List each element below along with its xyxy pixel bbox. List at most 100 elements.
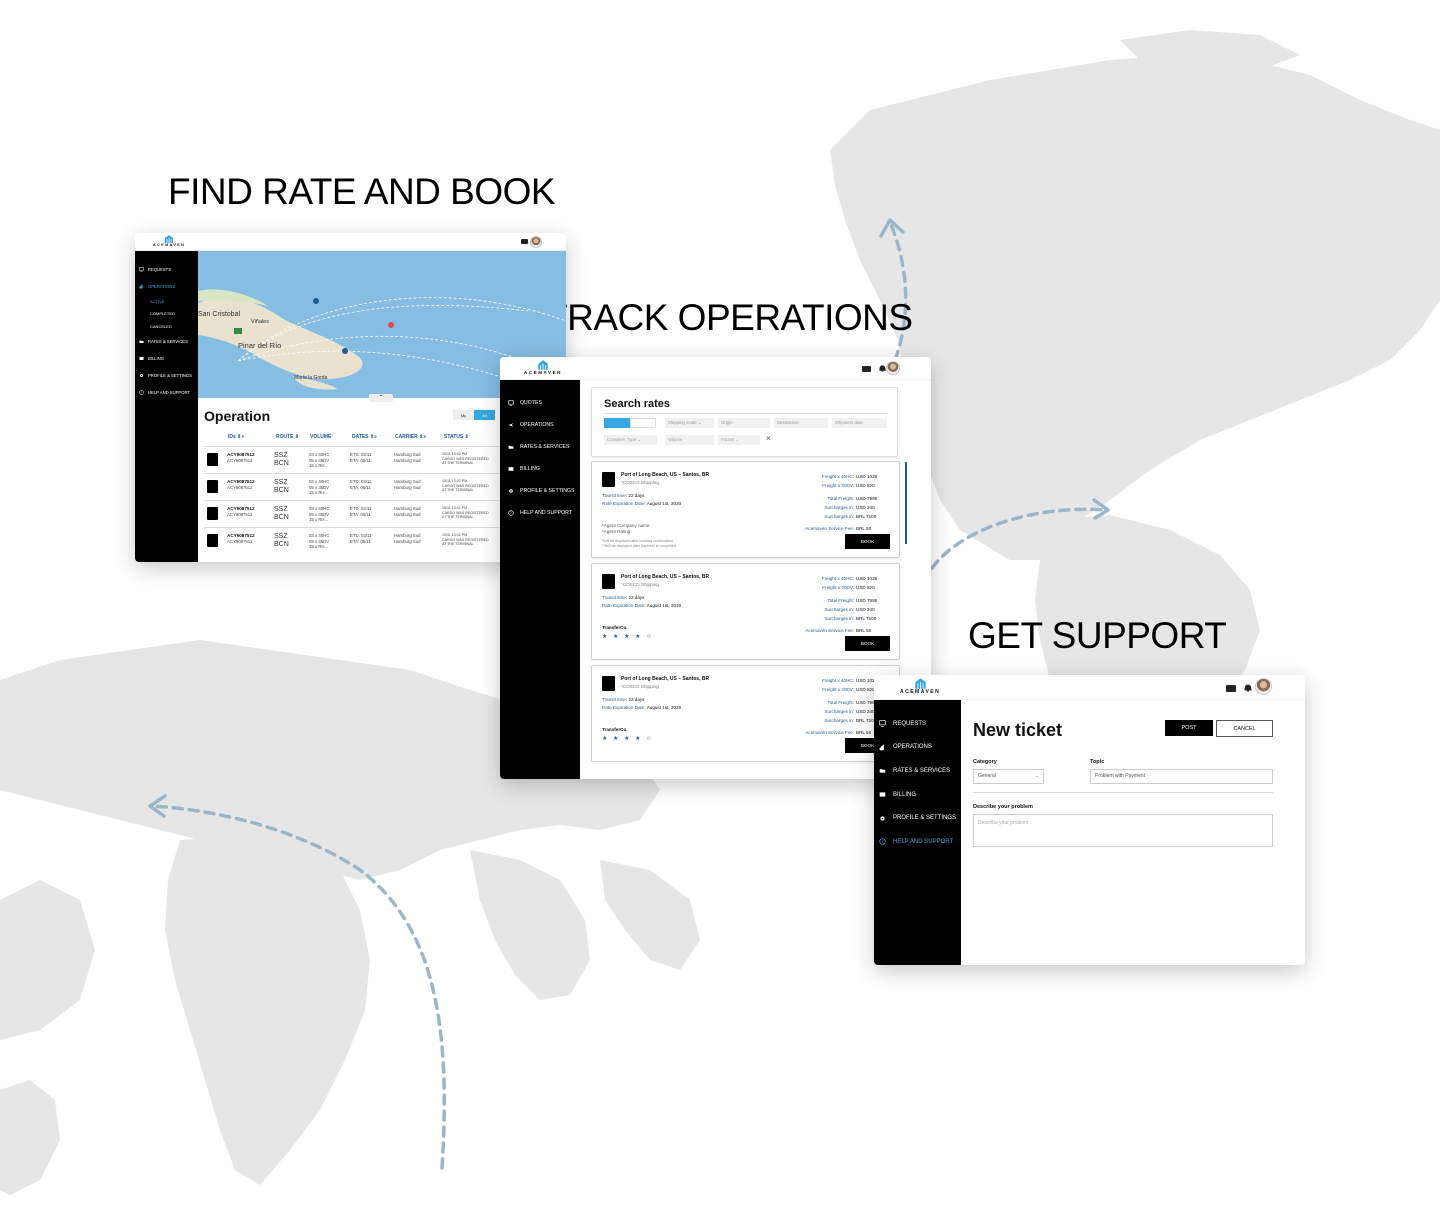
sidebar-item-operations[interactable]: OPERATIONS	[500, 414, 580, 436]
sidebar-item-billing[interactable]: BILLING	[874, 783, 961, 807]
price-value: USD 7995	[856, 699, 878, 705]
sidebar-item-rates[interactable]: RATES & SERVICES	[874, 759, 961, 783]
sidebar-item-label: HELP AND SUPPORT	[893, 838, 954, 845]
collapse-map-button[interactable]: ⌃	[369, 394, 393, 402]
origin-field[interactable]: Origin	[718, 418, 770, 428]
sidebar-item-requests[interactable]: REQUESTS	[135, 261, 198, 278]
acemaven-logo[interactable]: ACEMAVEN	[524, 360, 562, 375]
book-button[interactable]: BOOK	[845, 636, 890, 651]
rating-stars: ★ ★ ★ ★ ☆	[602, 736, 654, 742]
cancel-button[interactable]: CANCEL	[1216, 720, 1273, 737]
messages-icon[interactable]	[1226, 684, 1236, 692]
container-type-select[interactable]: Container Type ⌄	[604, 435, 657, 445]
price-value: USD 1025	[856, 474, 878, 479]
sidebar-item-quotes[interactable]: QUOTES	[500, 392, 580, 414]
price-value: USD 240	[856, 606, 875, 612]
route-from: SSZ	[274, 479, 288, 486]
sidebar-item-requests[interactable]: REQUESTS	[874, 712, 961, 736]
sidebar-item-help[interactable]: ? HELP AND SUPPORT	[874, 830, 961, 854]
ship-mode-button[interactable]	[604, 418, 630, 428]
status-time: 15/11 13:02 PM	[442, 452, 468, 456]
column-header[interactable]: CARRIER ⇕⌕	[395, 434, 427, 440]
carrier: Hamburg Sud	[394, 533, 421, 538]
column-header[interactable]: STATUS ⇕	[444, 434, 469, 440]
alert-marker-icon	[388, 322, 394, 328]
post-button[interactable]: POST	[1165, 720, 1213, 736]
price-label: Freight x 20DV:	[822, 687, 854, 693]
shipment-date-field[interactable]: Shipment date	[832, 418, 887, 428]
monitor-icon	[879, 720, 886, 727]
category-label: Category	[973, 759, 997, 765]
rate-results: Port of Long Beach, US – Santos, BR *COS…	[591, 461, 900, 767]
toggle-all[interactable]: All	[474, 410, 495, 420]
status-time: 15/11 13:02 PM	[442, 533, 468, 537]
mode-switch[interactable]	[604, 418, 656, 428]
carrier: Hamburg Sud	[394, 457, 421, 463]
sidebar-item-billing[interactable]: BILLING	[500, 458, 580, 480]
frozen-select[interactable]: Frozen ⌄	[718, 435, 760, 445]
logo-icon	[538, 360, 548, 370]
scrollbar[interactable]	[905, 462, 907, 544]
sidebar-item-profile[interactable]: PROFILE & SETTINGS	[500, 480, 580, 502]
sidebar-item-label: HELP AND SUPPORT	[148, 389, 190, 395]
monitor-icon	[139, 267, 144, 272]
column-header[interactable]: IDs ⇕⌕	[228, 434, 245, 440]
bell-icon[interactable]	[1243, 683, 1253, 693]
avatar[interactable]	[530, 236, 542, 248]
price-label: Acemaven Service Fee:	[805, 730, 854, 736]
my-all-toggle[interactable]: My All	[453, 410, 495, 420]
sidebar-subitem-active[interactable]: ACTIVE	[150, 298, 165, 304]
svg-text:?: ?	[141, 390, 143, 394]
avatar[interactable]	[886, 361, 900, 375]
price-label: Surcharges in:	[824, 606, 854, 612]
clear-icon[interactable]: ×	[766, 434, 771, 443]
container-icon	[602, 472, 615, 487]
sidebar-item-help[interactable]: ? HELP AND SUPPORT	[500, 502, 580, 524]
price-value: BRL 7100	[856, 718, 877, 724]
price-value: USD 820	[856, 483, 875, 489]
column-header[interactable]: ROUTE ⇕	[276, 434, 300, 440]
sidebar-item-profile[interactable]: PROFILE & SETTINGS	[874, 806, 961, 830]
problem-textarea[interactable]: Describe your problem...	[973, 814, 1273, 847]
acemaven-logo[interactable]: ACEMAVEN	[153, 235, 185, 247]
acemaven-logo[interactable]: ACEMAVEN	[900, 678, 940, 695]
container-icon	[207, 453, 218, 466]
sidebar-item-help[interactable]: ? HELP AND SUPPORT	[135, 384, 198, 401]
transit-time: Transit time: 22 days	[602, 697, 644, 702]
destination-field[interactable]: Destination	[774, 418, 828, 428]
sidebar-item-operations[interactable]: OPERATIONS	[135, 278, 198, 295]
etd: ETD: 03/11	[350, 506, 372, 511]
category-select[interactable]: General⌄	[973, 769, 1044, 784]
toggle-my[interactable]: My	[453, 410, 474, 420]
volume-field[interactable]: Volume	[665, 435, 714, 445]
topic-field[interactable]: Problem with Payment	[1090, 769, 1273, 784]
transit-time: Transit time: 22 days	[602, 493, 644, 498]
price-label: Acemaven Service Fee:	[805, 628, 854, 634]
sidebar-item-billing[interactable]: BILLING	[135, 350, 198, 367]
rate-card: Port of Long Beach, US – Santos, BR *COS…	[591, 665, 900, 762]
plane-mode-button[interactable]	[630, 418, 656, 428]
sidebar-subitem-canceled[interactable]: CANCELED	[150, 323, 172, 329]
book-button[interactable]: BOOK	[845, 534, 890, 549]
shipping-mode-select[interactable]: Shipping mode ⌄	[665, 418, 714, 428]
sidebar-item-profile[interactable]: PROFILE & SETTINGS	[135, 367, 198, 384]
sidebar-item-rates[interactable]: RATES & SERVICES	[135, 333, 198, 350]
sidebar-item-rates[interactable]: RATES & SERVICES	[500, 436, 580, 458]
volume-line: 03 x 40HC	[309, 533, 330, 538]
sidebar-subitem-completed[interactable]: COMPLETED	[150, 311, 175, 317]
sidebar-item-operations[interactable]: OPERATIONS	[874, 736, 961, 760]
ship-marker-icon	[313, 298, 319, 304]
messages-icon[interactable]	[862, 365, 871, 372]
sidebar: REQUESTS OPERATIONS ACTIVE COMPLETED CAN…	[135, 251, 198, 562]
messages-icon[interactable]	[521, 239, 528, 244]
port-marker-icon	[234, 328, 242, 334]
column-header[interactable]: DATES ⇕⌕	[352, 434, 377, 440]
bell-icon[interactable]	[878, 364, 887, 373]
transit-value: 22 days	[628, 697, 645, 702]
avatar[interactable]	[1255, 678, 1272, 695]
map-label: Pinar del Río	[238, 341, 282, 350]
